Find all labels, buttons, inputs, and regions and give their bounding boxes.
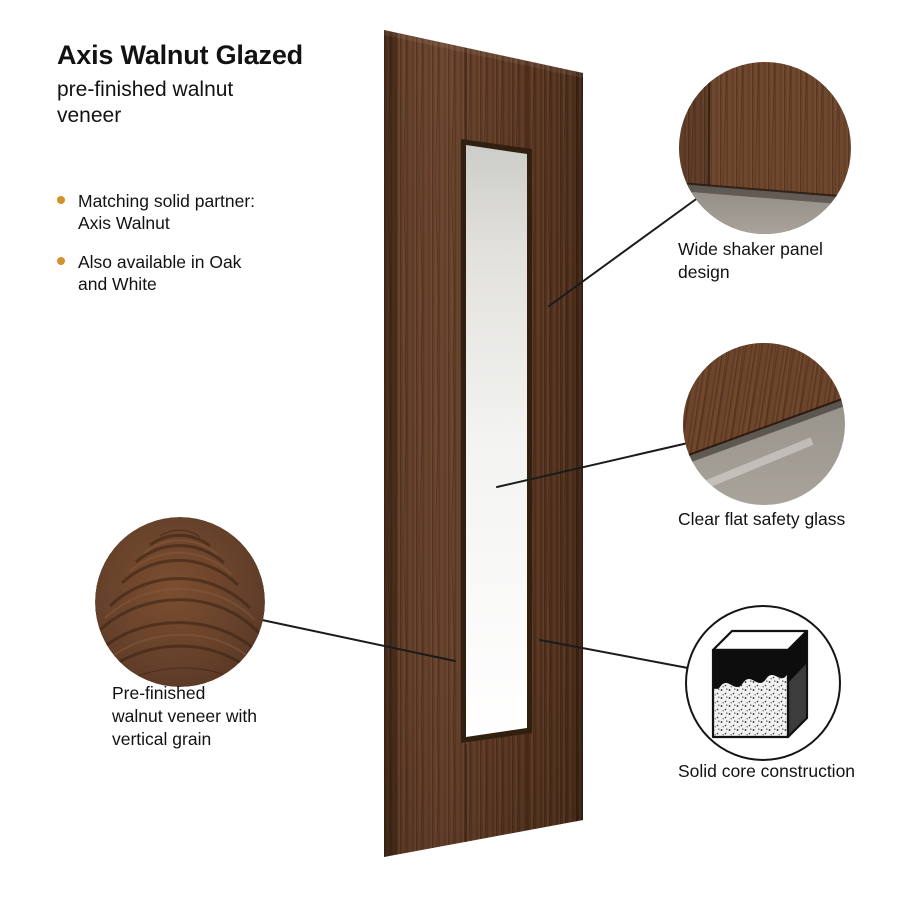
page-title: Axis Walnut Glazed: [57, 40, 303, 70]
bullet-icon: [57, 256, 65, 265]
callout-label-shaker: Wide shaker panel design: [678, 239, 823, 282]
callout-line-core: [539, 639, 689, 669]
callout-lines: [261, 196, 700, 669]
shaker-glass-area: [679, 183, 851, 234]
door-illustration: [384, 30, 583, 857]
bullet-icon: [57, 196, 65, 204]
list-item-also-available: Also available in Oak and White: [57, 251, 255, 296]
core-block-illustration: [711, 629, 809, 739]
bullet-text: Matching solid partner: Axis Walnut: [78, 191, 256, 234]
page-subtitle: pre-finished walnut veneer: [57, 78, 234, 127]
callout-label-glass: Clear flat safety glass: [678, 509, 846, 529]
callout-circle-glass: [683, 343, 845, 505]
list-item-matching-partner: Matching solid partner: Axis Walnut: [57, 190, 255, 235]
door-glass-panel: [466, 145, 527, 737]
callout-circle-core: [685, 605, 841, 761]
callout-circle-veneer: [95, 517, 265, 687]
callout-line-shaker: [548, 196, 700, 307]
bullet-text: Also available in Oak and White: [78, 251, 242, 295]
callout-line-veneer: [261, 619, 456, 662]
door-joint-lines: [465, 48, 528, 842]
door-left-edge: [384, 30, 397, 857]
callout-line-glass: [496, 442, 689, 488]
callout-label-core: Solid core construction: [678, 761, 856, 781]
callout-circle-shaker: [679, 62, 851, 234]
core-wave-layer: [713, 650, 788, 690]
feature-list: Matching solid partner: Axis Walnut Also…: [57, 190, 255, 296]
door-right-edge: [575, 71, 583, 822]
door-top-edge: [384, 30, 583, 78]
title-block: Axis Walnut Glazed pre-finished walnut v…: [57, 40, 303, 128]
callout-label-veneer: Pre-finished walnut veneer with vertical…: [112, 683, 257, 749]
